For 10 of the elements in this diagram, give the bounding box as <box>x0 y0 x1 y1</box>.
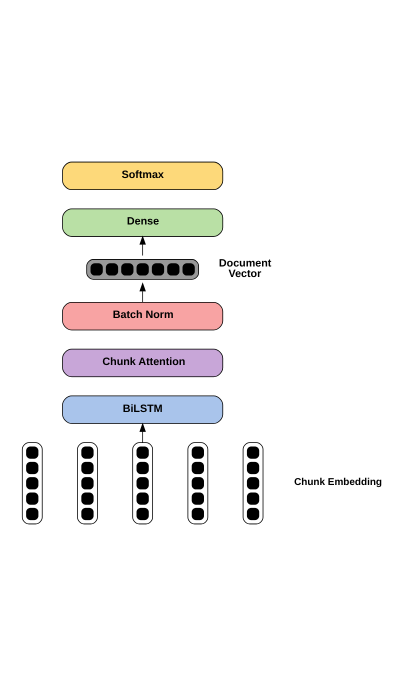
label: Chunk Embedding <box>294 477 382 488</box>
node-box: Chunk Attention <box>62 348 224 378</box>
arrow <box>139 422 146 443</box>
node-box: BiLSTM <box>62 396 224 424</box>
node-box: Batch Norm <box>62 302 224 330</box>
node-box: Softmax <box>62 162 224 190</box>
arrow <box>139 235 146 256</box>
node-label: Document Vector <box>218 257 272 280</box>
node-box: Dense <box>62 208 224 237</box>
arrow <box>139 282 146 303</box>
